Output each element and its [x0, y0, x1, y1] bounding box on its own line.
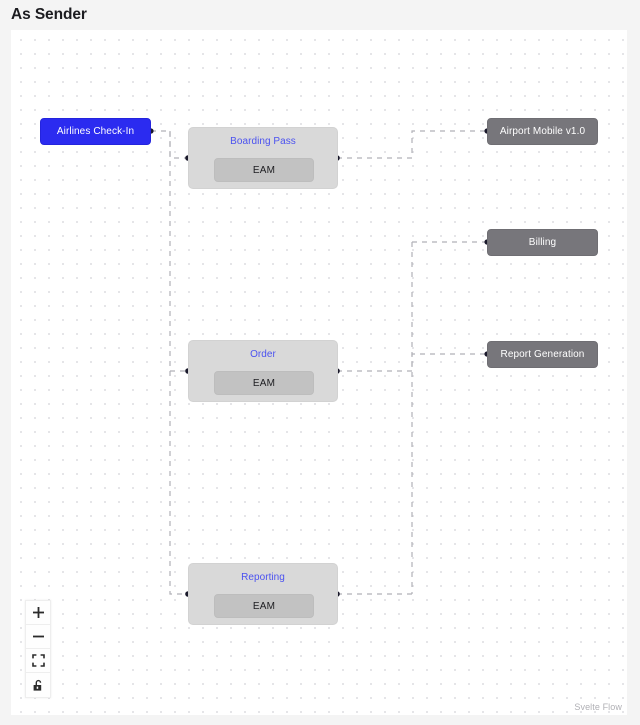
attribution-label[interactable]: Svelte Flow — [574, 702, 622, 712]
toggle-interactivity-button[interactable] — [26, 673, 50, 697]
node-group-reporting[interactable]: Reporting EAM — [188, 563, 338, 625]
group-title: Order — [250, 349, 276, 360]
flow-canvas[interactable]: Airlines Check-In Boarding Pass EAM Orde… — [11, 30, 627, 715]
edge-checkin-trunk-to-reporting — [169, 371, 188, 595]
unlock-icon — [32, 679, 45, 692]
node-child-eam[interactable]: EAM — [214, 594, 314, 618]
group-title: Reporting — [241, 572, 285, 583]
node-child-eam[interactable]: EAM — [214, 158, 314, 182]
page-title: As Sender — [11, 6, 87, 23]
node-label: Airport Mobile v1.0 — [499, 126, 586, 137]
group-title: Boarding Pass — [230, 136, 296, 147]
node-billing[interactable]: Billing — [487, 229, 598, 256]
node-label: Airlines Check-In — [56, 126, 135, 137]
node-report-generation[interactable]: Report Generation — [487, 341, 598, 368]
plus-icon — [32, 606, 45, 619]
zoom-in-button[interactable] — [26, 601, 50, 625]
node-airport-mobile-v1-0[interactable]: Airport Mobile v1.0 — [487, 118, 598, 145]
edge-boardingpass-to-airportmobile — [337, 130, 485, 159]
edge-checkin-to-boardingpass — [151, 130, 188, 159]
node-child-eam[interactable]: EAM — [214, 371, 314, 395]
flow-controls — [25, 600, 51, 698]
fit-view-icon — [31, 654, 45, 667]
minus-icon — [32, 630, 45, 643]
page-header: As Sender — [0, 0, 640, 30]
node-group-order[interactable]: Order EAM — [188, 340, 338, 402]
node-label: Report Generation — [500, 349, 585, 360]
node-label: Billing — [528, 237, 557, 248]
edge-order-to-reportgeneration — [337, 353, 485, 372]
fit-view-button[interactable] — [26, 649, 50, 673]
node-airlines-check-in[interactable]: Airlines Check-In — [40, 118, 151, 145]
zoom-out-button[interactable] — [26, 625, 50, 649]
edge-checkin-trunk-to-order — [169, 131, 188, 372]
node-group-boarding-pass[interactable]: Boarding Pass EAM — [188, 127, 338, 189]
